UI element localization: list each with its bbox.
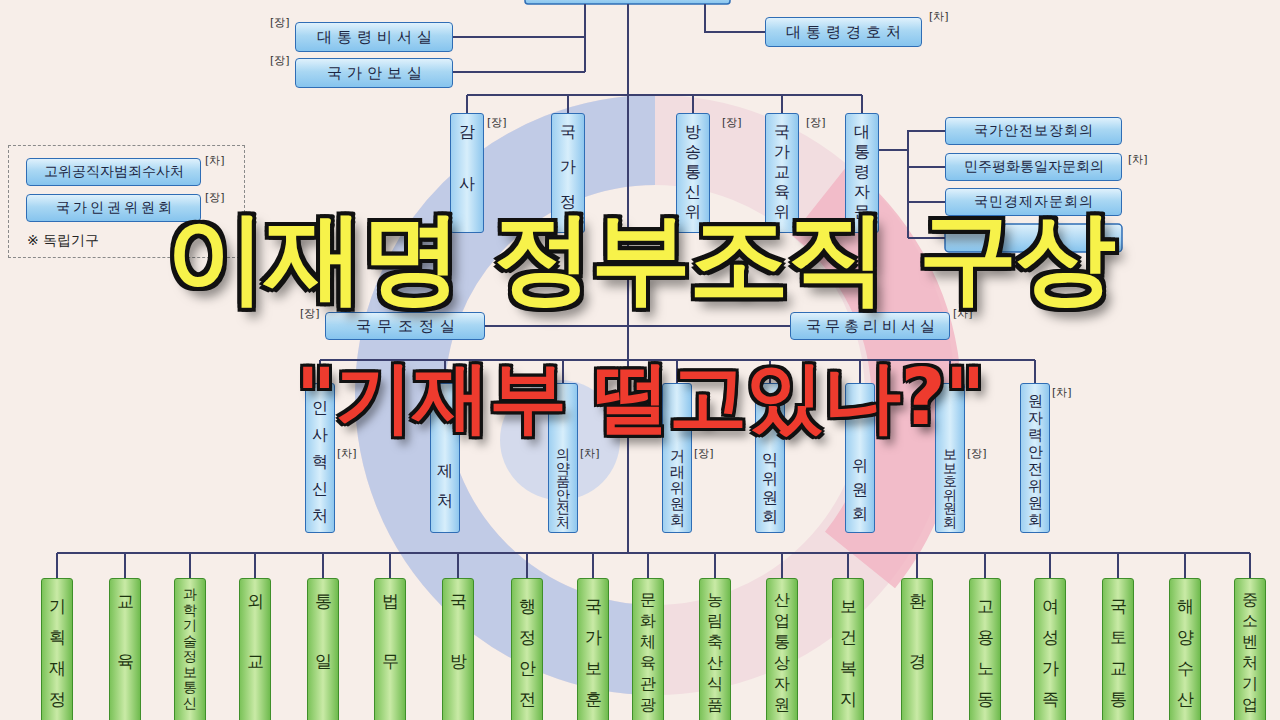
ministry-column: 통일 [307, 578, 339, 720]
ministry-column: 기획재정 [41, 578, 73, 720]
unit-name: 중소벤처기업 [1242, 589, 1258, 715]
unit-name: 고위공직자범죄수사처 [44, 163, 184, 181]
subtitle: "기재부 떨고있나?" [0, 347, 1280, 447]
org-box: 고위공직자범죄수사처 [26, 158, 201, 186]
president-box [525, 0, 730, 4]
rank-marker: [장] [967, 446, 987, 461]
unit-name: 국무조정실 [350, 317, 461, 336]
rank-marker: [차] [580, 446, 600, 461]
unit-name: 고용노동 [977, 591, 994, 715]
unit-name: 기획재정 [49, 591, 66, 715]
ministry-column: 보건복지 [832, 578, 864, 720]
unit-name: 법무 [382, 571, 399, 691]
unit-name: 행정안전 [519, 591, 536, 715]
headline: 이재명 정부조직 구상 [0, 198, 1280, 318]
unit-name: 위원회 [852, 454, 868, 526]
unit-name: 국가안전보장회의 [973, 122, 1094, 140]
ministry-column: 행정안전 [511, 578, 543, 720]
rank-marker: [장] [722, 115, 742, 130]
unit-name: 대통령경호처 [781, 23, 906, 42]
ministry-column: 해양수산 [1169, 578, 1201, 720]
org-box: 국무조정실 [325, 312, 485, 340]
org-box: 대통령비서실 [295, 22, 453, 52]
group-note: ※ 독립기구 [27, 232, 99, 250]
org-box: 민주평화통일자문회의 [945, 153, 1122, 181]
ministry-column: 교육 [109, 578, 141, 720]
ministry-column: 국토교통 [1102, 578, 1134, 720]
rank-marker: [차] [1128, 152, 1148, 167]
agency-column: 원자력안전위원회 [1020, 383, 1050, 533]
unit-name: 해양수산 [1177, 591, 1194, 715]
unit-name: 외교 [247, 571, 264, 691]
unit-name: 농림축산식품 [707, 589, 723, 715]
org-box: 국무총리비서실 [790, 312, 950, 340]
connector [879, 150, 945, 167]
rank-marker: [장] [806, 115, 826, 130]
rank-marker: [장] [487, 115, 507, 130]
ministry-column: 여성가족 [1034, 578, 1066, 720]
org-box: 국가안전보장회의 [945, 117, 1122, 145]
ministry-column: 과학기술정보통신 [174, 578, 206, 720]
unit-name: 보보호위원회 [943, 448, 957, 529]
unit-name: 통일 [315, 571, 332, 691]
ministry-column: 농림축산식품 [699, 578, 731, 720]
ministry-column: 국가보훈 [577, 578, 609, 720]
unit-name: 교육 [117, 571, 134, 691]
unit-name: 보건복지 [840, 591, 857, 715]
unit-name: 의약품안전처 [556, 448, 570, 529]
rank-marker: [차] [205, 153, 225, 168]
rank-marker: [차] [929, 9, 949, 24]
unit-name: 국방 [450, 571, 467, 691]
unit-name: 거래위원회 [670, 448, 685, 528]
ministry-column: 법무 [374, 578, 406, 720]
unit-name: 원자력안전위원회 [1028, 393, 1043, 529]
unit-name: 환경 [909, 571, 926, 691]
unit-name: 문화체육관광 [640, 589, 656, 715]
connector [879, 131, 945, 150]
connector [879, 150, 945, 202]
unit-name: 대통령비서실 [312, 28, 437, 47]
org-box: 국가안보실 [295, 58, 453, 88]
unit-name: 감사 [459, 106, 475, 210]
rank-marker: [장] [270, 53, 290, 68]
unit-name: 국가안보실 [322, 64, 427, 83]
unit-name: 과학기술정보통신 [183, 587, 197, 711]
unit-name: 익위원회 [762, 450, 778, 526]
unit-name: 국토교통 [1110, 591, 1127, 715]
org-box: 대통령경호처 [765, 17, 922, 47]
ministry-column: 중소벤처기업 [1234, 578, 1266, 720]
rank-marker: [장] [270, 15, 290, 30]
unit-name: 국가보훈 [585, 591, 602, 715]
ministry-column: 고용노동 [969, 578, 1001, 720]
rank-marker: [장] [694, 446, 714, 461]
ministry-column: 산업통상자원 [766, 578, 798, 720]
unit-name: 제처 [437, 456, 453, 516]
unit-name: 산업통상자원 [774, 589, 790, 715]
unit-name: 국무총리비서실 [802, 317, 939, 336]
ministry-column: 국방 [442, 578, 474, 720]
ministry-column: 환경 [901, 578, 933, 720]
ministry-column: 문화체육관광 [632, 578, 664, 720]
ministry-column: 외교 [239, 578, 271, 720]
rank-marker: [차] [337, 446, 357, 461]
rank-marker: [차] [1052, 385, 1072, 400]
unit-name: 민주평화통일자문회의 [964, 158, 1104, 176]
unit-name: 여성가족 [1042, 591, 1059, 715]
unit-name: 국가인권위원회 [53, 199, 175, 217]
